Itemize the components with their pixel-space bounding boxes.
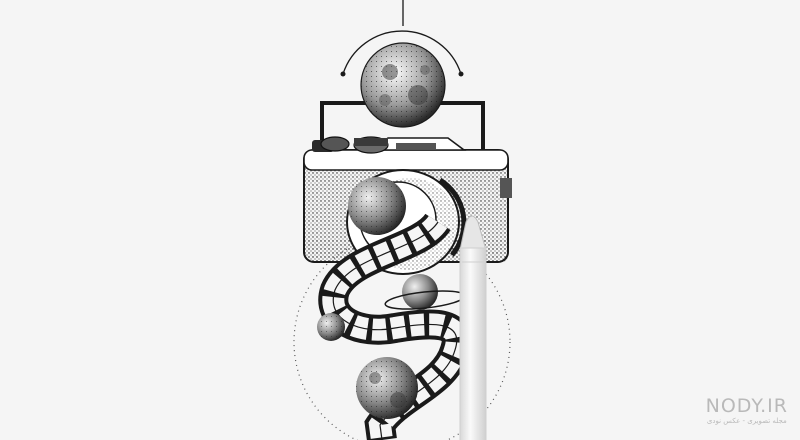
moon [360, 42, 446, 128]
watermark-subtitle: مجله تصویری - عکس نودی [706, 417, 787, 425]
watermark: NODY.IR مجله تصویری - عکس نودی [706, 396, 788, 426]
pencil [459, 215, 487, 440]
ringed-planet [384, 274, 466, 310]
arc-dot-right [458, 71, 464, 77]
small-planet [317, 313, 345, 341]
bottom-planet [356, 357, 418, 419]
arc-dot-left [340, 71, 346, 77]
watermark-title: NODY.IR [705, 395, 788, 417]
film-strip [318, 212, 472, 440]
lens-planet [348, 177, 406, 235]
moon-arc [342, 30, 462, 75]
dotted-orbit [293, 233, 511, 440]
